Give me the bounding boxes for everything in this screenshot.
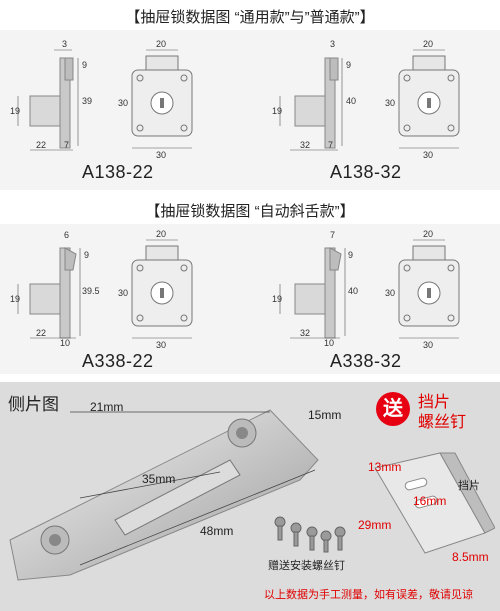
dim-h2: 40 [348,286,358,296]
section3-panel: 侧片图 21mm 15mm 35mm 48mm 送 挡片 螺丝钉 13m [0,382,500,611]
dim-top: 3 [62,39,67,49]
dim-face-w: 20 [423,39,433,49]
dim-b1: 22 [36,140,46,150]
lock-face-view-a338-32: 20 30 30 [385,229,460,348]
dim-b2: 7 [64,140,69,150]
dim-top: 6 [64,230,69,240]
dim-h1: 9 [348,250,353,260]
dim-face-h: 30 [118,98,128,108]
model-a338-22: A338-22 [82,351,154,371]
disclaimer: 以上数据为手工测量，如有误差，敬请见谅 [264,589,473,601]
dim-face-h: 30 [118,288,128,298]
dim-b1: 32 [300,328,310,338]
dim-face-h: 30 [385,288,395,298]
dim-face-w: 20 [156,39,166,49]
dim-side: 19 [10,294,20,304]
dim-h1: 9 [82,60,87,70]
dim-face-b: 30 [156,340,166,348]
strike-plate-image [9,409,319,581]
bracket-plate-image [374,452,495,554]
dim-h1: 9 [84,250,89,260]
plate-dim-b: 16mm [413,494,447,508]
section2-panel: 6 9 39.5 19 22 10 20 30 30 A338-22 7 9 4… [0,224,500,374]
model-a138-22: A138-22 [82,162,154,182]
screws-image [274,516,346,553]
dim-top: 7 [330,230,335,240]
gift-badge-text: 送 [383,398,403,420]
dim-side: 19 [272,106,282,116]
dim-b1: 32 [300,140,310,150]
dim-h2: 40 [346,96,356,106]
dim-b2: 10 [60,338,70,346]
lock-face-view-a138-32: 20 30 30 [385,39,460,158]
gift-text-2: 螺丝钉 [418,414,467,431]
section1-title: 【抽屉锁数据图 “通用款”与”普通款”】 [125,9,375,26]
section2-title: 【抽屉锁数据图 “自动斜舌款”】 [145,203,355,220]
lock-side-view-a138-22: 3 9 39 19 22 7 [10,39,92,151]
section1-panel: 3 9 39 19 22 7 20 30 30 A138-22 3 9 40 1… [0,30,500,190]
lock-face-view-a338-22: 20 30 30 [118,229,193,348]
plate-dim-c: 29mm [358,518,392,532]
plate-dim-d: 8.5mm [452,550,489,564]
dim-side: 19 [10,106,20,116]
model-a338-32: A338-32 [330,351,402,371]
dim-b2: 10 [324,338,334,346]
plate-label: 挡片 [458,480,480,492]
dim-top: 3 [330,39,335,49]
dim-face-w: 20 [156,229,166,239]
plate-dim-a: 13mm [368,460,402,474]
lock-side-view-a138-32: 3 9 40 19 32 7 [272,39,356,151]
dim-h2: 39.5 [82,286,100,296]
dim-side: 19 [272,294,282,304]
dim-b2: 7 [328,140,333,150]
dim-h2: 39 [82,96,92,106]
dim-face-w: 20 [423,229,433,239]
section3-title: 侧片图 [8,395,59,414]
dim-face-b: 30 [423,340,433,348]
dim-b1: 22 [36,328,46,338]
dim-h1: 9 [346,60,351,70]
dim-face-b: 30 [423,150,433,158]
dim-len: 21mm [90,400,124,414]
lock-side-view-a338-22: 6 9 39.5 19 22 10 [10,230,100,346]
dim-height: 15mm [308,408,342,422]
model-a138-32: A138-32 [330,162,402,182]
dim-total: 48mm [200,524,234,538]
gift-text-1: 挡片 [418,394,451,411]
lock-face-view-a138-22: 20 30 30 [118,39,193,158]
gift-badge: 送 [376,392,410,426]
lock-side-view-a338-32: 7 9 40 19 32 10 [272,230,358,346]
dim-slot: 35mm [142,472,176,486]
screws-label: 赠送安装螺丝钉 [268,560,345,572]
dim-face-h: 30 [385,98,395,108]
dim-face-b: 30 [156,150,166,158]
